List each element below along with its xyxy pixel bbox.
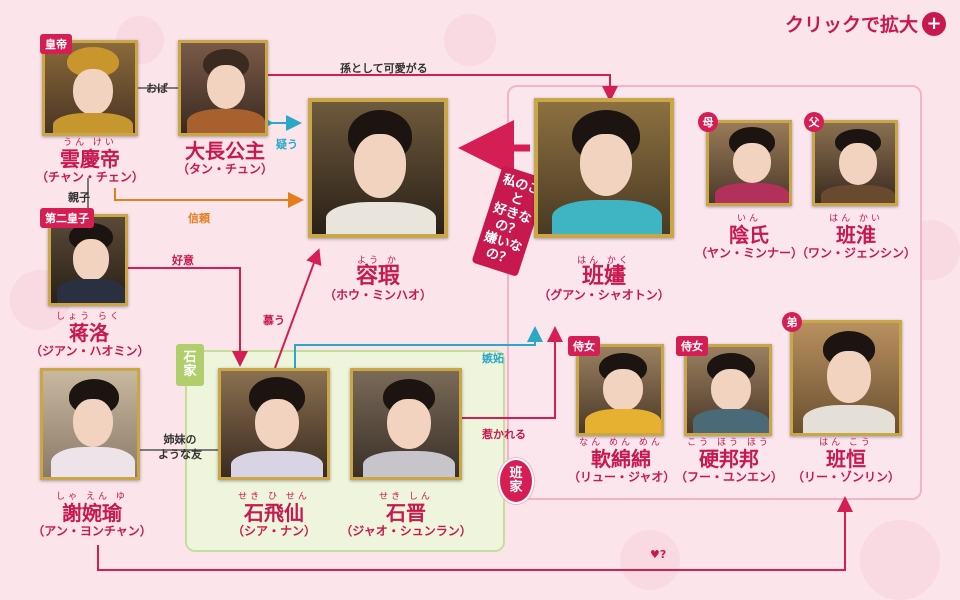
- badge-yin: 母: [698, 112, 718, 132]
- name-jiangluo[interactable]: しょう らく 蒋洛 （ジアン・ハオミン）: [30, 312, 150, 358]
- name-yingbangbang[interactable]: こう ほう ほう 硬邦邦 （フー・ユンエン）: [674, 438, 783, 484]
- portrait-yin[interactable]: [706, 120, 792, 206]
- label-trust: 信頼: [188, 212, 210, 225]
- name-shifeixian[interactable]: せき ひ せん 石飛仙 （シア・ナン）: [231, 492, 316, 538]
- magnifier-plus-icon: +: [922, 11, 946, 36]
- label-grandchild: 孫として可愛がる: [340, 62, 428, 75]
- portrait-banheng[interactable]: [790, 320, 902, 436]
- zoom-label: クリックで拡大: [784, 14, 918, 36]
- portrait-shijin[interactable]: [350, 368, 462, 480]
- portrait-emperor[interactable]: [42, 40, 138, 136]
- portrait-grand-princess[interactable]: [178, 40, 268, 136]
- badge-banhuai: 父: [804, 112, 824, 132]
- badge-jiangluo: 第二皇子: [40, 208, 94, 228]
- name-banhuai[interactable]: はん かい 班淮 （ワン・ジェンシン）: [796, 214, 917, 260]
- name-xiewanyu[interactable]: しゃ えん ゆ 謝婉瑜 （アン・ヨンチャン）: [32, 492, 152, 538]
- han-family-tag: 班家: [498, 458, 534, 504]
- label-admire: 慕う: [263, 314, 285, 327]
- zoom-button[interactable]: クリックで拡大 +: [785, 10, 946, 37]
- portrait-yingbangbang[interactable]: [684, 344, 772, 436]
- portrait-banhua[interactable]: [534, 98, 674, 238]
- portrait-shifeixian[interactable]: [218, 368, 330, 480]
- badge-banheng: 弟: [782, 312, 802, 332]
- name-grand-princess[interactable]: 大長公主 （タン・チュン）: [176, 139, 273, 176]
- label-sisterly: 姉妹のような友: [158, 433, 202, 461]
- name-yin[interactable]: いん 陰氏 （ヤン・ミンナー）: [694, 214, 803, 260]
- name-banhua[interactable]: はん かく 班嫿 （グアン・シャオトン）: [538, 256, 670, 302]
- badge-yingbangbang: 侍女: [676, 336, 708, 356]
- label-love-question: ♥?: [650, 548, 667, 561]
- label-goodwill: 好意: [172, 254, 194, 267]
- portrait-rongxia[interactable]: [308, 98, 448, 238]
- label-oba: おば: [146, 82, 168, 95]
- badge-ruanmianmian: 侍女: [568, 336, 600, 356]
- name-ruanmianmian[interactable]: なん めん めん 軟綿綿 （リュー・ジャオ）: [568, 438, 676, 484]
- portrait-xiewanyu[interactable]: [40, 368, 140, 480]
- portrait-banhuai[interactable]: [812, 120, 898, 206]
- seki-family-tag: 石家: [176, 344, 204, 386]
- name-shijin[interactable]: せき しん 石晋 （ジャオ・シュンラン）: [340, 492, 472, 538]
- label-attracted: 惹かれる: [482, 428, 526, 441]
- name-emperor[interactable]: うん けい 雲慶帝 （チャン・チェン）: [36, 138, 144, 184]
- portrait-ruanmianmian[interactable]: [576, 344, 664, 436]
- badge-emperor: 皇帝: [40, 34, 72, 54]
- label-doubt: 疑う: [276, 138, 298, 151]
- name-rongxia[interactable]: よう か 容瑕 （ホウ・ミンハオ）: [323, 256, 432, 302]
- label-parent-child: 親子: [68, 191, 90, 204]
- name-banheng[interactable]: はん こう 班恒 （リー・ゾンリン）: [791, 438, 900, 484]
- label-jealous: 嫉妬: [482, 352, 504, 365]
